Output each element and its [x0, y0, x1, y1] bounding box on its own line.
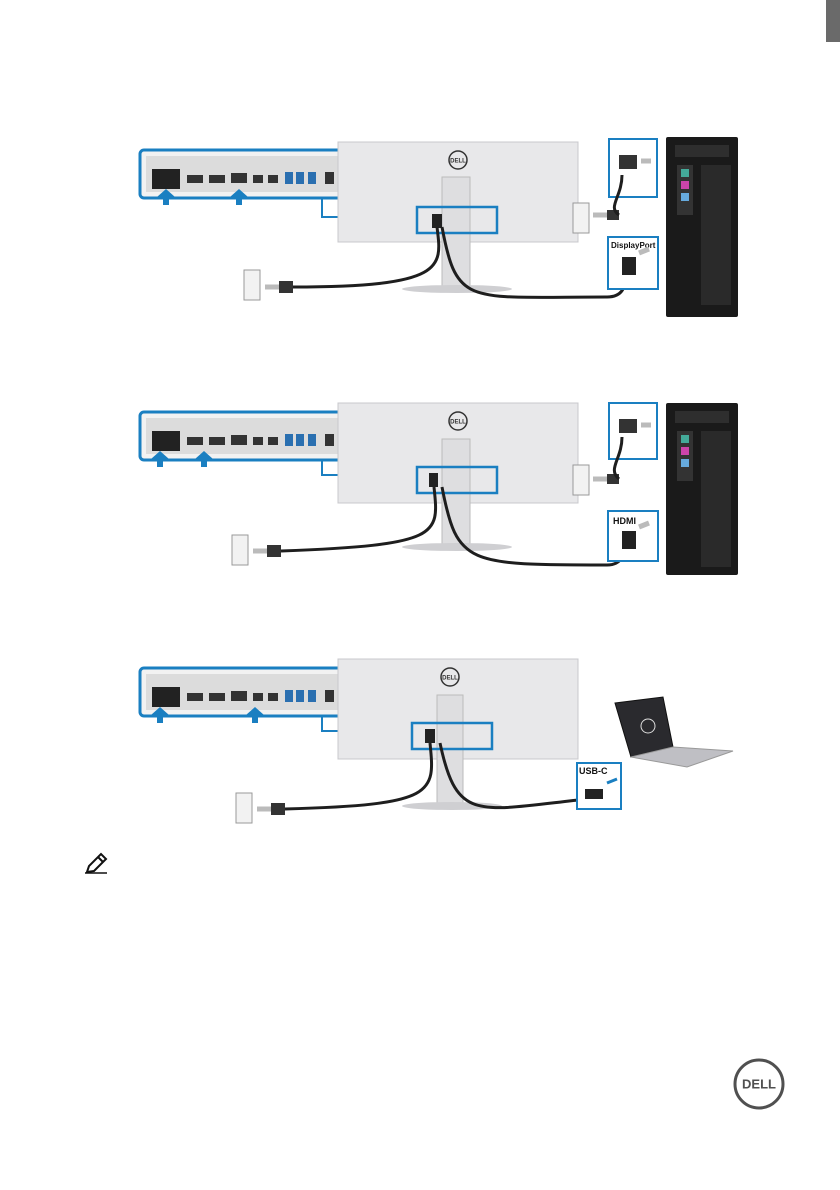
svg-text:DELL: DELL — [450, 159, 466, 165]
connection-figure-displayport: DELL DisplayPort — [127, 117, 740, 321]
dell-logo: DELL — [733, 1058, 785, 1110]
svg-text:DELL: DELL — [442, 676, 458, 682]
page-edge-tab — [826, 0, 840, 42]
connection-figure-usb-c: DELL USB-C — [127, 643, 740, 833]
svg-text:DELL: DELL — [450, 420, 466, 426]
connector-label: USB-C — [579, 766, 608, 776]
connector-label: DisplayPort — [611, 241, 656, 250]
connection-figure-hdmi: DELL HDMI — [127, 385, 740, 580]
note-pencil-icon — [85, 852, 109, 874]
connector-label: HDMI — [613, 516, 636, 526]
logo-text: DELL — [742, 1077, 776, 1092]
